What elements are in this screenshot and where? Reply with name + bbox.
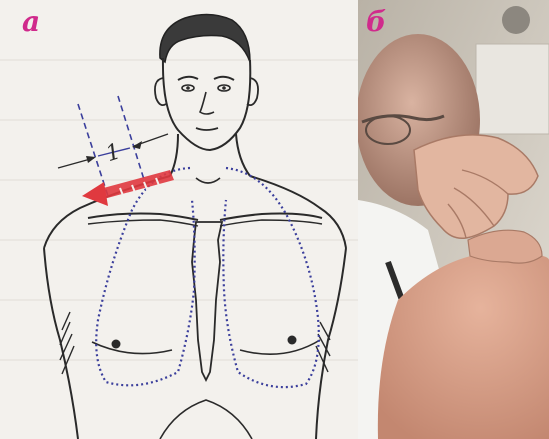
chest-percussion-diagram: 1 [0,0,358,439]
measure-label: 1 [103,139,124,167]
mouth [196,128,218,130]
left-nipple [112,340,121,349]
panel-b-photo: б [358,0,549,439]
right-nipple [288,336,297,345]
sternum [192,222,222,380]
panel-a-diagram: 1 а [0,0,358,439]
hair [160,14,250,62]
percussion-arrow [82,170,174,206]
right-eyebrow [214,77,234,80]
right-pectoral [240,340,320,354]
left-eyebrow [178,77,198,80]
left-pectoral [92,342,172,354]
abdomen-line [160,400,252,439]
left-clavicle [88,214,198,221]
right-shoulder [250,176,346,248]
wall-fixture [502,6,530,34]
measure-guide-outer [78,104,108,196]
nose [200,92,214,114]
panel-label-a: а [22,8,40,36]
doctor-fingers-on-shoulder [468,230,542,263]
examination-photo [358,0,549,439]
wall-panel [476,44,549,134]
left-lung-outline [96,168,194,385]
left-shoulder [44,176,170,248]
neck-right [236,134,250,176]
right-clavicle [220,214,322,221]
measure-guide-inner [118,96,146,186]
torso-right [316,248,346,439]
panel-label-b: б [366,8,386,36]
